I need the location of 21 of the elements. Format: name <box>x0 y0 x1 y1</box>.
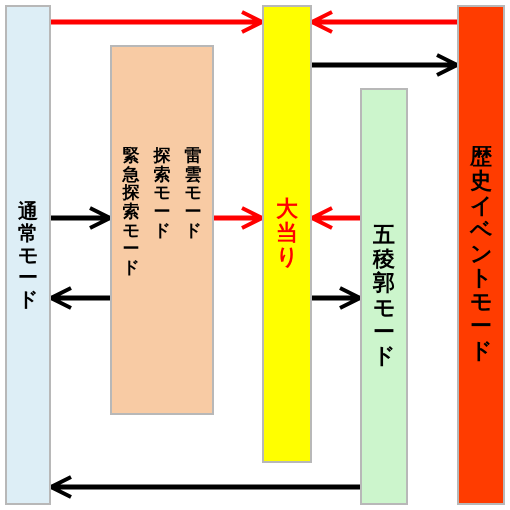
mode-label: 緊急探索モード <box>122 147 140 278</box>
arrow <box>310 206 360 230</box>
arrow <box>49 475 360 499</box>
arrow <box>51 206 112 230</box>
arrow <box>312 286 362 310</box>
mode-label: 通常モード <box>18 200 38 310</box>
arrow <box>214 206 264 230</box>
mode-label: 探索モード <box>154 147 170 240</box>
arrow <box>49 286 110 310</box>
mode-label: 大当り <box>276 198 298 270</box>
mode-label: 歴史イベントモード <box>470 146 492 364</box>
mode-box <box>457 5 505 505</box>
mode-label: 五稜郭モード <box>373 224 395 370</box>
mode-box <box>262 5 312 463</box>
mode-box <box>110 45 214 415</box>
mode-label: 雷雲モード <box>184 147 202 240</box>
arrow <box>310 10 457 34</box>
arrow <box>51 10 264 34</box>
arrow <box>312 53 459 77</box>
mode-box <box>360 88 408 505</box>
mode-box <box>5 5 51 505</box>
